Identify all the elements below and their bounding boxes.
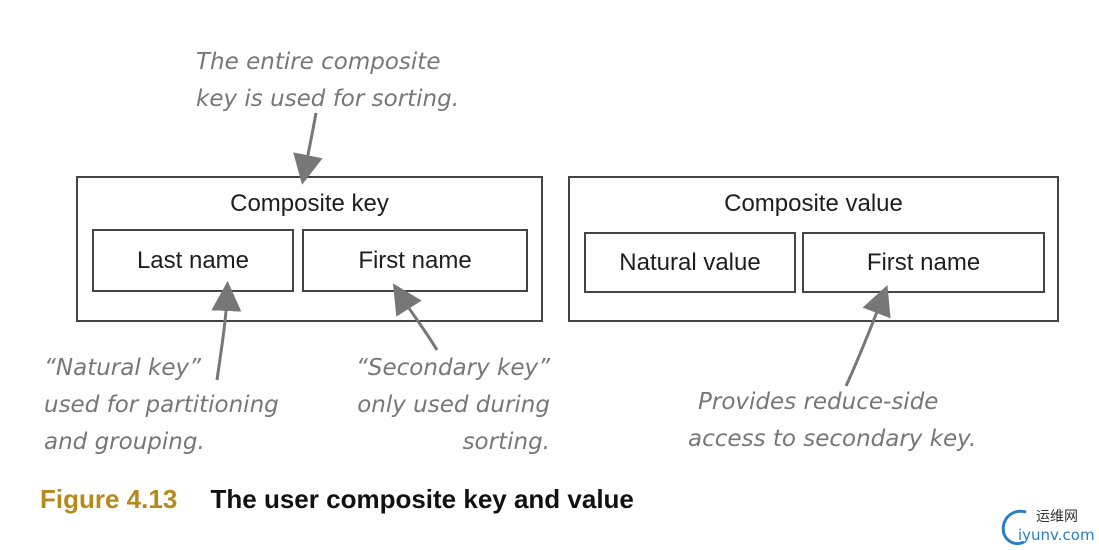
composite-key-box: Composite key Last name First name — [76, 176, 543, 322]
annotation-line: access to secondary key. — [688, 426, 977, 452]
annotation-reduce-side-access: Provides reduce-side access to secondary… — [688, 384, 976, 458]
annotation-line: The entire composite — [196, 49, 441, 75]
annotation-line: key is used for sorting. — [196, 86, 460, 112]
watermark-logo: 运维网 iyunv.com — [996, 504, 1096, 548]
annotation-line: only used during — [357, 392, 550, 418]
annotation-line: and grouping. — [44, 429, 205, 455]
figure-caption: Figure 4.13 The user composite key and v… — [40, 484, 634, 515]
arrow-to-composite-key — [293, 112, 323, 185]
annotation-line: sorting. — [462, 429, 550, 455]
composite-value-title: Composite value — [724, 190, 903, 217]
annotation-full-key-sorting: The entire composite key is used for sor… — [196, 44, 459, 118]
composite-value-box: Composite value Natural value First name — [568, 176, 1059, 322]
watermark-en: iyunv.com — [1018, 526, 1095, 544]
natural-value-field: Natural value — [584, 232, 796, 293]
first-name-field: First name — [302, 229, 528, 292]
figure-title: The user composite key and value — [210, 484, 634, 514]
annotation-line: Provides reduce-side — [698, 389, 939, 415]
annotation-line: “Natural key” — [44, 355, 202, 381]
composite-key-title: Composite key — [230, 190, 389, 217]
figure-number: Figure 4.13 — [40, 484, 178, 514]
annotation-line: “Secondary key” — [356, 355, 551, 381]
last-name-field: Last name — [92, 229, 294, 292]
swoosh-icon — [1001, 509, 1027, 546]
value-first-name-field: First name — [802, 232, 1045, 293]
annotation-natural-key: “Natural key” used for partitioning and … — [44, 350, 279, 461]
watermark-cn: 运维网 — [1036, 509, 1078, 525]
annotation-line: used for partitioning — [44, 392, 279, 418]
annotation-secondary-key: “Secondary key” only used during sorting… — [356, 350, 550, 461]
